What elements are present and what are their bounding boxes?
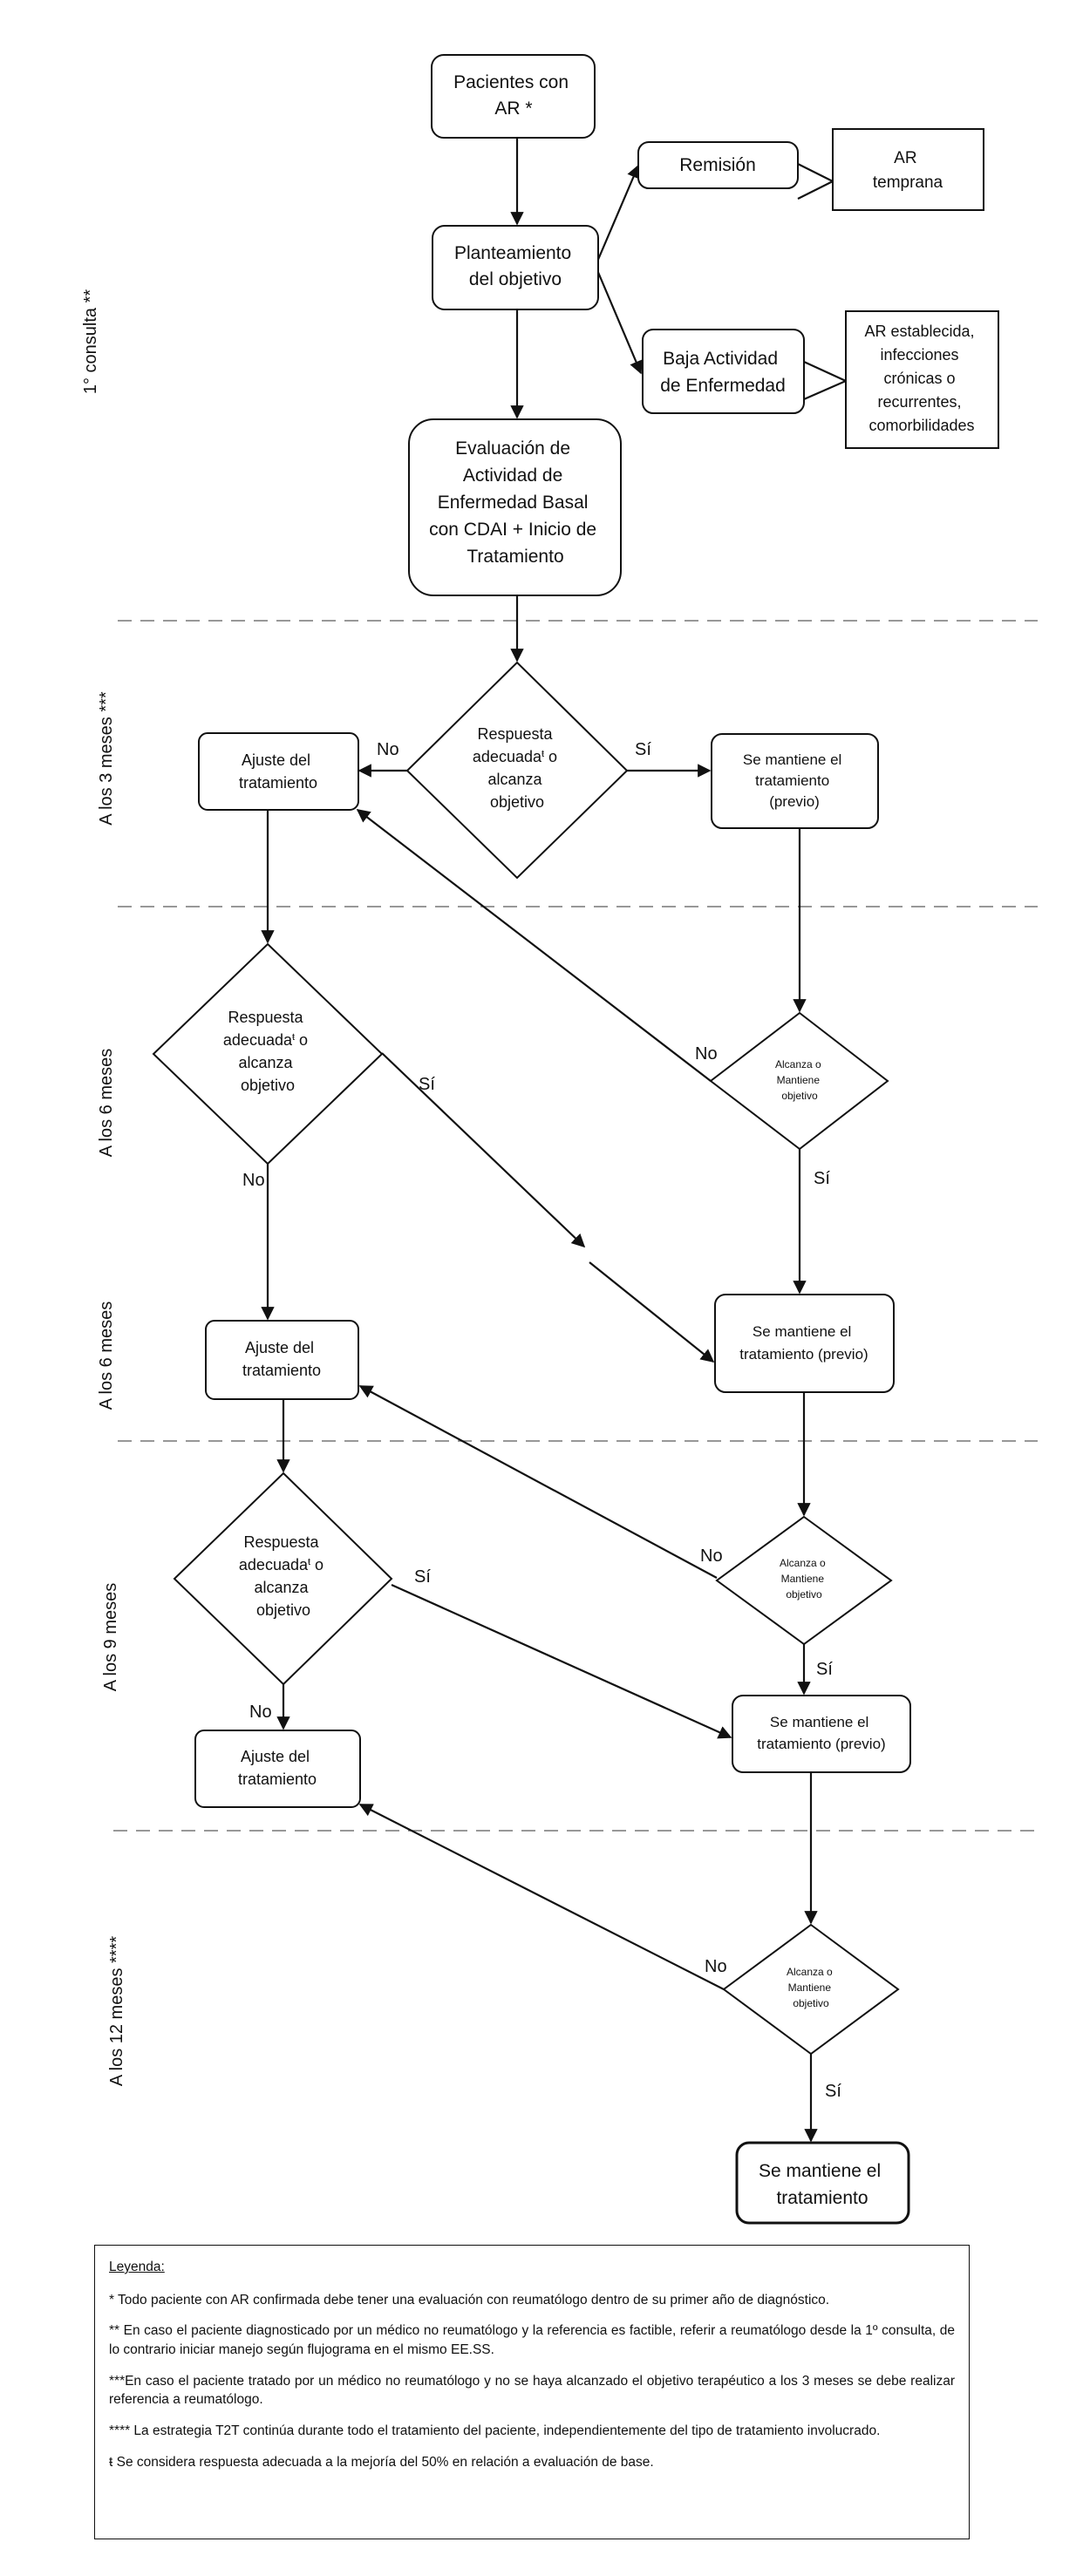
decision-response-9m: Respuesta adecuadaŧ o alcanza objetivo — [173, 1472, 393, 1686]
edge-label-yes: Sí — [816, 1660, 833, 1679]
node-text: Se mantiene el tratamiento (previo) — [739, 1323, 868, 1363]
edge-label-yes: Sí — [414, 1567, 431, 1587]
arrow-reach6-no — [356, 809, 712, 1082]
arrow-reach9-no — [358, 1385, 718, 1579]
legend-note: ** En caso el paciente diagnosticado por… — [109, 2323, 955, 2358]
decision-reach-9m: Alcanza o Mantiene objetivo — [715, 1515, 893, 1646]
node-text: Respuesta adecuadaŧ o alcanza objetivo — [223, 1009, 312, 1094]
edge-label-yes: Sí — [419, 1075, 435, 1094]
phase-label-6-months: A los 6 meses — [97, 1049, 116, 1158]
node-final-maintain: Se mantiene el tratamiento — [735, 2141, 910, 2225]
connector-low-activity-note — [803, 361, 848, 401]
node-text: Baja Actividad de Enfermedad — [660, 349, 786, 396]
edge-label-no: No — [377, 740, 399, 759]
decision-reach-6m: Alcanza o Mantiene objetivo — [709, 1011, 889, 1151]
node-text: Pacientes con AR * — [453, 72, 574, 119]
edge-label-no: No — [695, 1044, 718, 1064]
legend-box: Leyenda: * Todo paciente con AR confirma… — [94, 2245, 970, 2539]
connectors — [261, 138, 848, 2143]
node-maintain-6m: Se mantiene el tratamiento (previo) — [714, 1294, 895, 1393]
arrow-objective-to-remission — [596, 164, 640, 262]
phase-label-12-months: A los 12 meses **** — [107, 1936, 126, 2087]
legend-note: * Todo paciente con AR confirmada debe t… — [109, 2292, 830, 2308]
legend-note: **** La estrategia T2T continúa durante … — [109, 2423, 881, 2439]
edge-labels: No Sí No Sí No Sí No Sí Sí No No Sí — [242, 740, 841, 2101]
node-text: Ajuste del tratamiento — [238, 1748, 317, 1788]
node-text: Alcanza o Mantiene objetivo — [787, 1966, 835, 2009]
node-adjust-9m: Ajuste del tratamiento — [194, 1730, 361, 1808]
node-baseline-evaluation: Evaluación de Actividad de Enfermedad Ba… — [408, 418, 622, 596]
arrow-reach12-no — [358, 1804, 725, 1990]
node-maintain-3m: Se mantiene el tratamiento (previo) — [711, 733, 879, 829]
node-text: Se mantiene el tratamiento (previo) — [743, 751, 846, 810]
node-remission: Remisión — [637, 141, 799, 189]
decision-reach-12m: Alcanza o Mantiene objetivo — [722, 1923, 900, 2056]
connector-remission-early-ra — [797, 163, 835, 200]
edge-label-yes: Sí — [825, 2082, 841, 2101]
node-text: Se mantiene el tratamiento (previo) — [757, 1714, 885, 1752]
phase-label-3-months: A los 3 meses *** — [97, 691, 116, 826]
edge-label-no: No — [705, 1957, 727, 1976]
phase-label-first-visit: 1° consulta ** — [81, 289, 100, 395]
arrow-objective-to-low-activity — [596, 269, 643, 375]
node-objective: Planteamiento del objetivo — [432, 225, 599, 310]
decision-response-3m: Respuesta adecuadaŧ o alcanza objetivo — [405, 661, 629, 880]
node-text: Planteamiento del objetivo — [454, 243, 576, 289]
node-adjust-6m: Ajuste del tratamiento — [205, 1320, 359, 1400]
node-text: Se mantiene el tratamiento — [759, 2161, 886, 2208]
arrow-d9-yes — [391, 1583, 732, 1739]
phase-label-6-months-b: A los 6 meses — [97, 1302, 116, 1410]
node-text: Respuesta adecuadaŧ o alcanza objetivo — [473, 725, 562, 811]
node-text: AR temprana — [873, 149, 943, 192]
arrow-d6-yes — [381, 1052, 586, 1248]
edge-label-no: No — [249, 1703, 272, 1722]
phase-label-9-months: A los 9 meses — [101, 1583, 120, 1692]
node-text: Ajuste del tratamiento — [242, 1339, 321, 1379]
decision-response-6m: Respuesta adecuadaŧ o alcanza objetivo — [152, 942, 384, 1166]
edge-label-yes: Sí — [635, 740, 651, 759]
arrow-d6-yes-tail — [589, 1261, 715, 1363]
node-start: Pacientes con AR * — [431, 54, 596, 139]
legend-note: ***En caso el paciente tratado por un mé… — [109, 2373, 955, 2408]
node-low-activity-note: AR establecida, infecciones crónicas o r… — [845, 310, 999, 449]
node-text: Ajuste del tratamiento — [239, 751, 317, 792]
node-low-activity: Baja Actividad de Enfermedad — [642, 329, 805, 414]
legend-note: ŧ Se considera respuesta adecuada a la m… — [109, 2454, 654, 2470]
edge-label-yes: Sí — [814, 1169, 830, 1188]
node-text: Alcanza o Mantiene objetivo — [780, 1557, 828, 1601]
edge-label-no: No — [242, 1171, 265, 1190]
node-adjust-3m: Ajuste del tratamiento — [198, 732, 359, 811]
node-text: AR establecida, infecciones crónicas o r… — [864, 323, 978, 434]
node-early-ra: AR temprana — [832, 128, 984, 211]
node-text: Remisión — [679, 155, 756, 175]
node-maintain-9m: Se mantiene el tratamiento (previo) — [732, 1695, 911, 1773]
node-text: Alcanza o Mantiene objetivo — [775, 1058, 824, 1102]
node-text: Respuesta adecuadaŧ o alcanza objetivo — [239, 1533, 328, 1619]
edge-label-no: No — [700, 1546, 723, 1566]
node-text: Evaluación de Actividad de Enfermedad Ba… — [429, 438, 602, 567]
legend-title: Leyenda: — [109, 2260, 165, 2274]
